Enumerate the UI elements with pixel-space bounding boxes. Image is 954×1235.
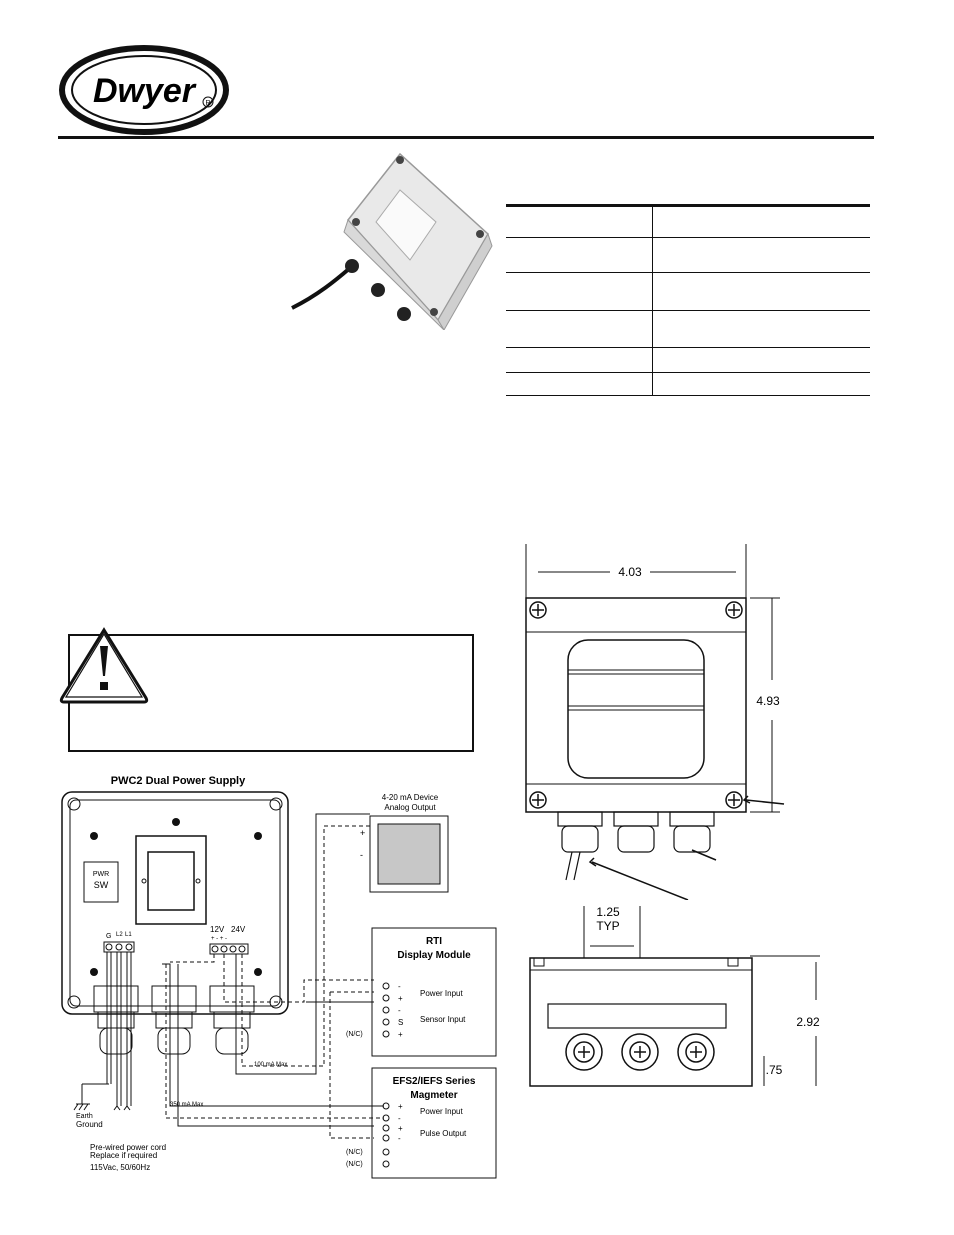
screw-icon	[529, 601, 743, 809]
rti-terminal-sign: +	[398, 1030, 403, 1039]
power-cord-note-2: Replace if required	[90, 1151, 157, 1160]
front-dimension-drawing: 4.03 4.93	[525, 544, 785, 900]
terminal-g-label: G	[106, 933, 111, 940]
rti-terminal-sign: S	[398, 1018, 403, 1027]
logo-wordmark: Dwyer	[93, 72, 197, 110]
height-dimension: 4.93	[756, 694, 780, 708]
spec-table-column-divider	[652, 207, 653, 396]
cable-gland-icon	[565, 1033, 715, 1071]
wiring-title: PWC2 Dual Power Supply	[111, 775, 246, 787]
12v-label: 12V	[210, 925, 225, 934]
table-row	[506, 238, 870, 273]
spec-table-top-rule	[506, 204, 870, 207]
table-row	[506, 373, 870, 396]
magmeter-title-2: Magmeter	[410, 1090, 457, 1101]
magmeter-nc-label-2: (N/C)	[346, 1161, 363, 1168]
rti-power-input-label: Power Input	[420, 989, 463, 998]
screw-icon	[90, 818, 262, 976]
bottom-dimension-drawing: 1.25 TYP 2.92 .75	[529, 905, 820, 1087]
spec-table	[506, 204, 870, 396]
rti-title-2: Display Module	[397, 950, 471, 961]
table-row	[506, 311, 870, 348]
analog-device-title-1: 4-20 mA Device	[382, 793, 439, 802]
power-cord-note-3: 115Vac, 50/60Hz	[90, 1163, 150, 1172]
magmeter-terminal-sign: +	[398, 1102, 403, 1111]
analog-plus-label: +	[360, 828, 365, 838]
width-dimension: 4.03	[618, 565, 642, 579]
analog-minus-label: -	[360, 850, 363, 860]
warning-triangle-icon	[59, 627, 149, 704]
current-100ma-label: 100 mA Max	[254, 1062, 287, 1068]
power-cord-note-1: Pre-wired power cord	[90, 1143, 166, 1152]
rti-nc-label: (N/C)	[346, 1031, 363, 1038]
pwr-label: PWR	[93, 871, 109, 878]
current-350ma-label: 350 mA Max	[170, 1102, 203, 1108]
ground-label: Ground	[76, 1120, 103, 1129]
rti-terminal-sign: -	[398, 1006, 401, 1015]
analog-device-title-2: Analog Output	[384, 803, 436, 812]
wiring-diagram: PWC2 Dual Power Supply PWR SW G L2 L1 12…	[61, 775, 497, 1179]
rti-sensor-input-label: Sensor Input	[420, 1015, 466, 1024]
terminal-l1-label: L1	[125, 932, 132, 938]
24v-label: 24V	[231, 925, 246, 934]
magmeter-power-input-label: Power Input	[420, 1107, 463, 1116]
table-row	[506, 207, 870, 238]
sw-label: SW	[94, 880, 109, 890]
dwyer-logo: Dwyer R	[59, 45, 229, 135]
magmeter-terminal-sign: -	[398, 1134, 401, 1143]
registered-mark: R	[205, 100, 210, 107]
terminal-l2-label: L2	[116, 932, 123, 938]
power-supply-enclosure	[61, 791, 289, 1015]
magmeter-nc-label-1: (N/C)	[346, 1149, 363, 1156]
table-row	[506, 273, 870, 311]
rti-terminal-sign: +	[398, 994, 403, 1003]
magmeter-terminal-sign: -	[398, 1114, 401, 1123]
table-row	[506, 348, 870, 373]
earth-label: Earth	[76, 1113, 93, 1120]
header-rule	[58, 136, 874, 139]
magmeter-terminal-sign: +	[398, 1124, 403, 1133]
earth-ground-icon	[73, 1084, 90, 1111]
ac-source-icon	[113, 1105, 131, 1111]
magmeter-pulse-output-label: Pulse Output	[420, 1129, 467, 1138]
product-photo	[291, 152, 493, 330]
rti-title-1: RTI	[426, 936, 442, 947]
gland-spacing-dimension: 1.25	[596, 905, 620, 919]
gland-offset-dimension: .75	[766, 1063, 783, 1077]
gland-spacing-typ: TYP	[596, 919, 619, 933]
dc-polarity-label: + - + -	[211, 936, 227, 942]
magmeter-title-1: EFS2/IEFS Series	[393, 1076, 476, 1087]
rti-terminal-sign: -	[398, 982, 401, 991]
depth-dimension: 2.92	[796, 1015, 820, 1029]
